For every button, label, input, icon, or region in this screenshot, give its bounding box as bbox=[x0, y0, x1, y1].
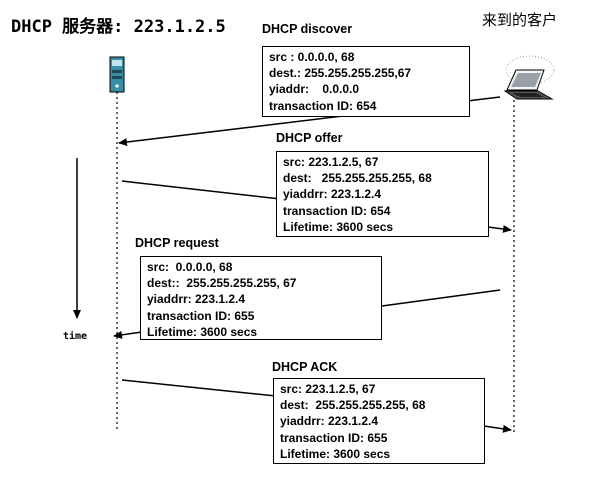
ack-arrow-head bbox=[483, 424, 512, 433]
ack-title: DHCP ACK bbox=[272, 360, 338, 374]
discover-yiaddr: yiaddr: 0.0.0.0 bbox=[269, 82, 360, 97]
discover-dest: dest.: 255.255.255.255,67 bbox=[269, 66, 412, 81]
ack-dest: dest: 255.255.255.255, 68 bbox=[280, 398, 426, 413]
server-icon bbox=[109, 56, 125, 93]
request-arrow-head bbox=[113, 330, 143, 339]
request-arrow bbox=[381, 289, 501, 307]
discover-title: DHCP discover bbox=[262, 22, 353, 36]
client-title: 来到的客户 bbox=[482, 11, 558, 29]
offer-transaction-id: transaction ID: 654 bbox=[283, 203, 391, 218]
offer-title: DHCP offer bbox=[276, 131, 343, 145]
ack-box: src: 223.1.2.5, 67 dest: 255.255.255.255… bbox=[273, 378, 485, 464]
offer-box: src: 223.1.2.5, 67 dest: 255.255.255.255… bbox=[276, 151, 489, 237]
request-src: src: 0.0.0.0, 68 bbox=[147, 260, 233, 274]
time-label: time bbox=[63, 331, 88, 342]
request-box: src: 0.0.0.0, 68 dest:: 255.255.255.255,… bbox=[140, 256, 382, 340]
offer-lifetime: Lifetime: 3600 secs bbox=[283, 219, 394, 234]
discover-box: src : 0.0.0.0, 68 dest.: 255.255.255.255… bbox=[262, 46, 470, 117]
offer-arrow bbox=[121, 180, 281, 200]
ack-transaction-id: transaction ID: 655 bbox=[280, 430, 388, 445]
request-title: DHCP request bbox=[135, 236, 219, 250]
ack-yiaddr: yiaddrr: 223.1.2.4 bbox=[280, 414, 379, 429]
laptop-icon bbox=[503, 55, 555, 100]
ack-arrow bbox=[121, 379, 277, 397]
request-yiaddr: yiaddrr: 223.1.2.4 bbox=[147, 292, 246, 307]
discover-src: src : 0.0.0.0, 68 bbox=[269, 50, 355, 64]
request-transaction-id: transaction ID: 655 bbox=[147, 308, 255, 323]
offer-dest: dest: 255.255.255.255, 68 bbox=[283, 171, 432, 186]
discover-transaction-id: transaction ID: 654 bbox=[269, 98, 377, 113]
request-dest: dest:: 255.255.255.255, 67 bbox=[147, 276, 297, 291]
offer-arrow-head bbox=[487, 224, 512, 233]
offer-src: src: 223.1.2.5, 67 bbox=[283, 155, 379, 169]
server-title: DHCP 服务器: 223.1.2.5 bbox=[11, 17, 226, 37]
ack-src: src: 223.1.2.5, 67 bbox=[280, 382, 376, 396]
offer-yiaddr: yiaddrr: 223.1.2.4 bbox=[283, 187, 382, 202]
ack-lifetime: Lifetime: 3600 secs bbox=[280, 446, 391, 461]
request-lifetime: Lifetime: 3600 secs bbox=[147, 324, 258, 339]
